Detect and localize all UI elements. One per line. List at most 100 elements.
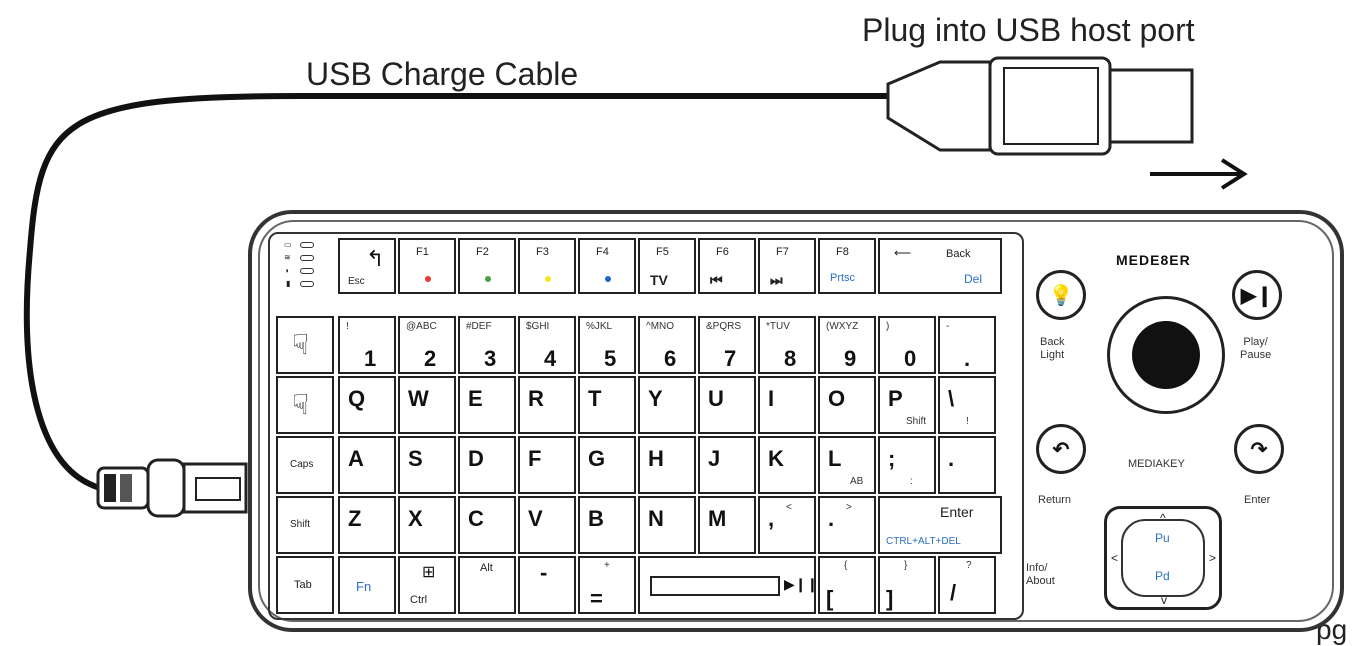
key-a-1[interactable]: S bbox=[398, 436, 456, 494]
key-a-7-label: K bbox=[768, 446, 784, 471]
f5-function-label: TV bbox=[650, 272, 668, 288]
key-esc-label: Esc bbox=[348, 276, 365, 287]
key-f8-label: F8 bbox=[836, 246, 849, 258]
key-q-7[interactable]: I bbox=[758, 376, 816, 434]
key-equal[interactable]: += bbox=[578, 556, 636, 614]
key-z-8[interactable]: >. bbox=[818, 496, 876, 554]
key-z-3[interactable]: V bbox=[518, 496, 576, 554]
key-f2[interactable]: F2 bbox=[458, 238, 516, 294]
dpad-page-up[interactable]: Pu bbox=[1155, 531, 1170, 545]
key-alt[interactable]: Alt bbox=[458, 556, 516, 614]
backlight-button[interactable]: 💡 bbox=[1036, 270, 1086, 320]
key-fn-blue-up[interactable]: ☟ bbox=[276, 316, 334, 374]
key-q-3[interactable]: R bbox=[518, 376, 576, 434]
key-q-8-label: O bbox=[828, 386, 846, 411]
key-a-6[interactable]: J bbox=[698, 436, 756, 494]
key-a-8-label: L bbox=[828, 446, 842, 471]
key-a-2[interactable]: D bbox=[458, 436, 516, 494]
key-num-7-label: 8 bbox=[784, 346, 797, 371]
key-q-10[interactable]: !\ bbox=[938, 376, 996, 434]
key-ctrl[interactable]: Ctrl⊞ bbox=[398, 556, 456, 614]
key-a-9[interactable]: :; bbox=[878, 436, 936, 494]
key-num-0-label: 1 bbox=[364, 346, 377, 371]
dpad[interactable]: ^ v < > Pu Pd bbox=[1104, 506, 1222, 610]
pointer-ring[interactable] bbox=[1107, 296, 1225, 414]
key-f4[interactable]: F4 bbox=[578, 238, 636, 294]
key-num-8-label: 9 bbox=[844, 346, 857, 371]
key-z-2[interactable]: C bbox=[458, 496, 516, 554]
key-f7[interactable]: F7⏭ bbox=[758, 238, 816, 294]
dpad-down[interactable]: v bbox=[1161, 593, 1167, 607]
key-esc[interactable]: Esc↰ bbox=[338, 238, 396, 294]
windows-logo-icon: ⊞ bbox=[422, 564, 436, 581]
key-fn-blue-down[interactable]: ☟ bbox=[276, 376, 334, 434]
dpad-left[interactable]: < bbox=[1111, 551, 1119, 565]
key-slash[interactable]: ?/ bbox=[938, 556, 996, 614]
key-a-4-label: G bbox=[588, 446, 606, 471]
key-z-0[interactable]: Z bbox=[338, 496, 396, 554]
key-z-1[interactable]: X bbox=[398, 496, 456, 554]
key-shift[interactable]: Shift bbox=[276, 496, 334, 554]
return-button[interactable]: ↶ bbox=[1036, 424, 1086, 474]
key-back-del[interactable]: Back⟵Del bbox=[878, 238, 1002, 294]
key-area bbox=[268, 232, 1024, 620]
key-z-4[interactable]: B bbox=[578, 496, 636, 554]
key-q-2[interactable]: E bbox=[458, 376, 516, 434]
dpad-up[interactable]: ^ bbox=[1160, 511, 1166, 525]
key-z-5[interactable]: N bbox=[638, 496, 696, 554]
key-num-10[interactable]: -. bbox=[938, 316, 996, 374]
key-num-9[interactable]: )0 bbox=[878, 316, 936, 374]
key-back-del-label: Back bbox=[946, 248, 971, 260]
play-pause-button[interactable]: ▶❙ bbox=[1232, 270, 1282, 320]
key-q-1[interactable]: W bbox=[398, 376, 456, 434]
key-a-5[interactable]: H bbox=[638, 436, 696, 494]
key-space[interactable]: ▶❙❙ bbox=[638, 556, 818, 614]
key-f6[interactable]: F6⏮ bbox=[698, 238, 756, 294]
key-z-7[interactable]: <, bbox=[758, 496, 816, 554]
key-a-10-label: . bbox=[948, 446, 955, 471]
brand-logo: MEDE8ER bbox=[1116, 252, 1191, 268]
key-q-5[interactable]: Y bbox=[638, 376, 696, 434]
key-a-4[interactable]: G bbox=[578, 436, 636, 494]
key-a-3[interactable]: F bbox=[518, 436, 576, 494]
key-f3[interactable]: F3 bbox=[518, 238, 576, 294]
key-tab[interactable]: Tab bbox=[276, 556, 334, 614]
key-q-4[interactable]: T bbox=[578, 376, 636, 434]
key-fn[interactable]: Fn bbox=[338, 556, 396, 614]
key-num-0[interactable]: !1 bbox=[338, 316, 396, 374]
usb-a-plug bbox=[886, 56, 1194, 156]
key-q-8[interactable]: O bbox=[818, 376, 876, 434]
key-z-7-label: , bbox=[768, 506, 775, 531]
key-z-6[interactable]: M bbox=[698, 496, 756, 554]
key-bracket-open[interactable]: {[ bbox=[818, 556, 876, 614]
dpad-right[interactable]: > bbox=[1209, 551, 1217, 565]
key-q-0[interactable]: Q bbox=[338, 376, 396, 434]
key-a-0[interactable]: A bbox=[338, 436, 396, 494]
micro-usb-connector bbox=[96, 458, 248, 518]
key-f1[interactable]: F1 bbox=[398, 238, 456, 294]
key-bracket-close[interactable]: }] bbox=[878, 556, 936, 614]
key-minus-label: - bbox=[540, 560, 548, 585]
key-a-1-label: S bbox=[408, 446, 423, 471]
enter-button[interactable]: ↷ bbox=[1234, 424, 1284, 474]
key-a-10[interactable]: . bbox=[938, 436, 996, 494]
key-minus[interactable]: - bbox=[518, 556, 576, 614]
key-caps[interactable]: Caps bbox=[276, 436, 334, 494]
key-q-6[interactable]: U bbox=[698, 376, 756, 434]
pointer-stick[interactable] bbox=[1132, 321, 1200, 389]
dpad-page-down[interactable]: Pd bbox=[1155, 569, 1170, 583]
key-a-7[interactable]: K bbox=[758, 436, 816, 494]
